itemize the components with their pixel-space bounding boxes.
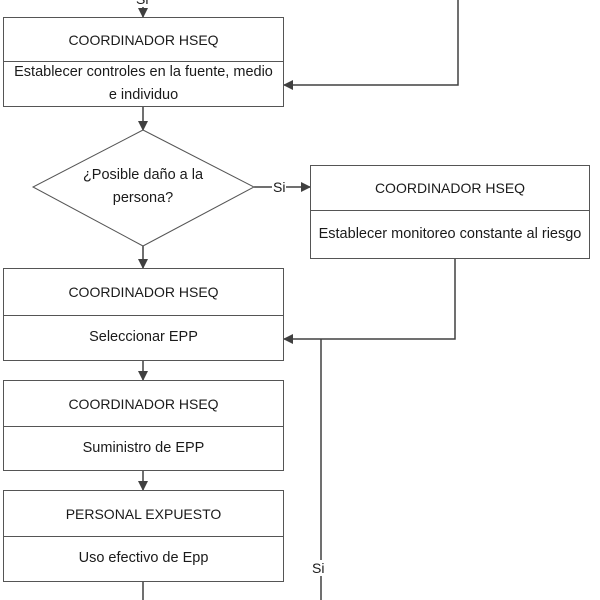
step3-role: COORDINADOR HSEQ (4, 381, 283, 427)
step2-role: COORDINADOR HSEQ (4, 269, 283, 316)
connector-monitor-to-step2 (283, 259, 456, 344)
step1-box[interactable]: COORDINADOR HSEQ Establecer controles en… (3, 17, 284, 107)
connector-loop-right-to-step1 (283, 0, 459, 90)
step4-box[interactable]: PERSONAL EXPUESTO Uso efectivo de Epp (3, 490, 284, 582)
step1-action: Establecer controles en la fuente, medio… (14, 63, 273, 103)
step1-role: COORDINADOR HSEQ (4, 18, 283, 62)
step3-action: Suministro de EPP (82, 439, 205, 456)
top-edge-label: Si (135, 0, 150, 7)
loop-yes-label: Si (311, 560, 326, 576)
monitor-box[interactable]: COORDINADOR HSEQ Establecer monitoreo co… (310, 165, 590, 259)
decision-yes-label: Si (272, 179, 287, 195)
step2-action: Seleccionar EPP (89, 329, 198, 345)
step3-box[interactable]: COORDINADOR HSEQ Suministro de EPP (3, 380, 284, 471)
step4-action: Uso efectivo de Epp (78, 550, 209, 566)
step4-role: PERSONAL EXPUESTO (4, 491, 283, 537)
decision-question[interactable]: ¿Posible daño a la persona? (82, 167, 204, 206)
monitor-action: Establecer monitoreo constante al riesgo (318, 225, 582, 242)
step2-box[interactable]: COORDINADOR HSEQ Seleccionar EPP (3, 268, 284, 361)
monitor-role: COORDINADOR HSEQ (311, 166, 589, 211)
decision-diamond (31, 129, 256, 247)
